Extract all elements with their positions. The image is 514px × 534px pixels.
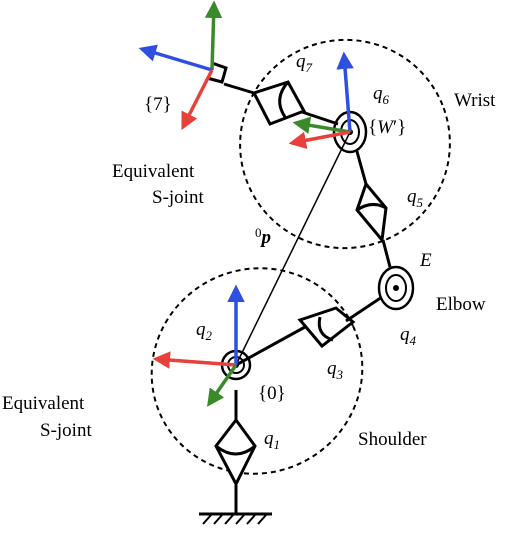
joint-q4: [377, 265, 415, 311]
joint-q1: [214, 390, 257, 488]
joint-q5: [355, 180, 388, 244]
framew-y-axis: [292, 116, 351, 134]
link-wrist-q7: [301, 110, 339, 126]
label-frame-7: {7}: [144, 94, 172, 115]
framew-x-axis: [288, 130, 351, 149]
label-frame-0: {0}: [258, 383, 286, 404]
frame7-z-axis: [138, 44, 213, 72]
frame0-x-axis: [152, 351, 237, 369]
label-frame-w: {W′}: [368, 117, 406, 138]
link-q5-wrist: [354, 147, 368, 185]
frame-0-axes: [152, 284, 245, 407]
label-q3: q3: [327, 358, 344, 382]
link-elbow-q5: [381, 239, 392, 268]
frame-7-axes: [138, 0, 223, 131]
end-effector-frame7: [206, 61, 228, 84]
frame0-y-axis: [207, 364, 238, 407]
label-wrist: Wrist: [454, 90, 496, 111]
label-q7: q7: [296, 51, 313, 75]
label-vector-p: 0p: [255, 225, 271, 248]
link-q3-elbow: [345, 293, 386, 323]
label-q4: q4: [400, 324, 417, 348]
link-q7-endeffector: [223, 82, 255, 95]
framew-z-axis: [336, 51, 354, 133]
label-shoulder: Shoulder: [358, 429, 427, 450]
joint-q7: [251, 80, 307, 126]
label-equiv-bottom-2: S-joint: [40, 420, 92, 441]
joint-q3: [297, 306, 356, 349]
frame7-x-axis: [181, 69, 214, 131]
label-e: E: [419, 250, 432, 271]
label-q1: q1: [264, 428, 280, 452]
label-q5: q5: [407, 186, 424, 210]
label-q6: q6: [373, 83, 390, 107]
link-shoulder-q3: [235, 325, 306, 367]
label-equiv-top-2: S-joint: [152, 187, 204, 208]
label-equiv-bottom-1: Equivalent: [2, 393, 85, 414]
shoulder-region: [150, 267, 364, 475]
position-vector-0p: [235, 131, 351, 366]
label-elbow: Elbow: [436, 294, 486, 315]
frame7-y-axis: [204, 0, 223, 71]
label-q2: q2: [196, 319, 213, 343]
label-equiv-top-1: Equivalent: [112, 161, 195, 182]
wrist-region: [239, 38, 451, 250]
frame-w-axes: [288, 51, 354, 149]
ground-symbol: [199, 485, 272, 525]
